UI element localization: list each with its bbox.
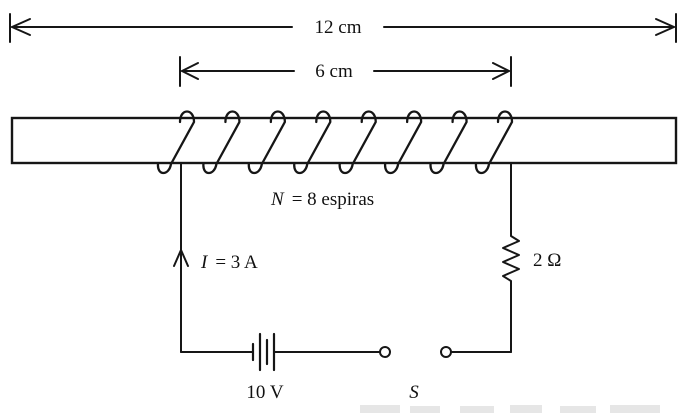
coil-turn bbox=[202, 110, 241, 175]
coil-turn bbox=[383, 110, 423, 175]
scan-artifact bbox=[360, 405, 660, 413]
coil-length-dimension: 6 cm bbox=[179, 56, 512, 87]
switch-icon bbox=[379, 346, 452, 358]
coil-turn bbox=[429, 110, 468, 175]
turns-label: N= 8 espiras bbox=[270, 189, 374, 210]
resistor-icon bbox=[502, 229, 520, 289]
coil-turn bbox=[293, 110, 332, 175]
circuit-wires bbox=[180, 162, 512, 353]
coil-turn bbox=[474, 110, 514, 175]
total-length-dimension: 12 cm bbox=[9, 13, 677, 43]
coil-windings bbox=[156, 110, 514, 175]
coil-turn bbox=[338, 110, 377, 175]
coil-length-label: 6 cm bbox=[315, 61, 353, 82]
current-label: I= 3 A bbox=[200, 252, 258, 273]
battery-icon bbox=[245, 332, 283, 372]
total-length-label: 12 cm bbox=[315, 17, 362, 38]
iron-core-bar bbox=[10, 116, 678, 165]
switch-label: S bbox=[409, 382, 419, 403]
battery-voltage-label: 10 V bbox=[246, 382, 283, 403]
right-arrowhead bbox=[655, 18, 675, 36]
coil-turn bbox=[156, 110, 196, 175]
resistor-label: 2 Ω bbox=[533, 250, 561, 271]
coil-turn bbox=[247, 110, 287, 175]
current-arrow-icon bbox=[173, 249, 189, 267]
left-arrowhead bbox=[11, 18, 31, 36]
